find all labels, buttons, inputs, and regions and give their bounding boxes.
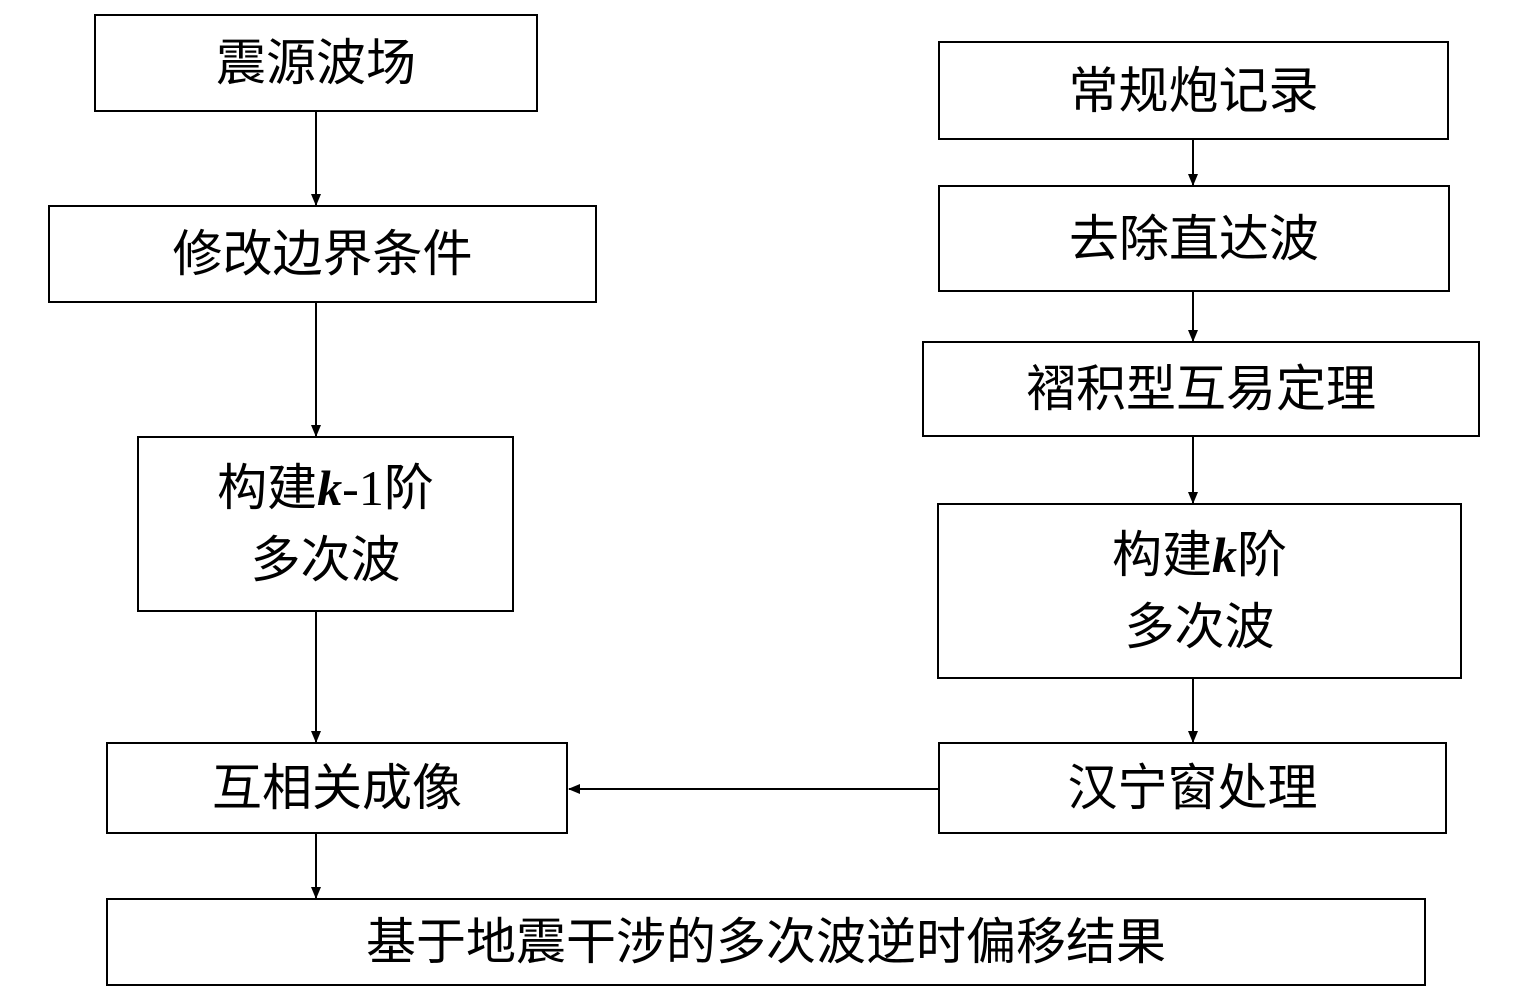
remove-direct-wave-label: 去除直达波	[1069, 209, 1319, 268]
build-k-minus-1-multiples-box: 构建k-1阶 多次波	[137, 436, 514, 612]
cross-correlation-label: 互相关成像	[212, 759, 462, 817]
convolution-reciprocity-label: 褶积型互易定理	[1026, 360, 1376, 418]
build-k-line1: 构建k阶	[1112, 526, 1287, 584]
remove-direct-wave-box: 去除直达波	[938, 185, 1450, 292]
result-box: 基于地震干涉的多次波逆时偏移结果	[106, 898, 1426, 986]
convolution-reciprocity-box: 褶积型互易定理	[922, 341, 1480, 437]
hanning-window-label: 汉宁窗处理	[1067, 759, 1318, 817]
source-wavefield-label: 震源波场	[216, 34, 416, 92]
shot-record-box: 常规炮记录	[938, 41, 1449, 140]
build-k-multiples-box: 构建k阶 多次波	[937, 503, 1462, 679]
build-k-minus-1-line2: 多次波	[250, 531, 401, 589]
build-k-line2: 多次波	[1124, 598, 1275, 656]
cross-correlation-imaging-box: 互相关成像	[106, 742, 568, 834]
hanning-window-box: 汉宁窗处理	[938, 742, 1447, 834]
build-k-minus-1-line1: 构建k-1阶	[217, 459, 434, 517]
modify-boundary-box: 修改边界条件	[48, 205, 597, 303]
source-wavefield-box: 震源波场	[94, 14, 538, 112]
modify-boundary-label: 修改边界条件	[172, 225, 473, 283]
result-label: 基于地震干涉的多次波逆时偏移结果	[366, 913, 1166, 971]
shot-record-label: 常规炮记录	[1068, 61, 1319, 120]
